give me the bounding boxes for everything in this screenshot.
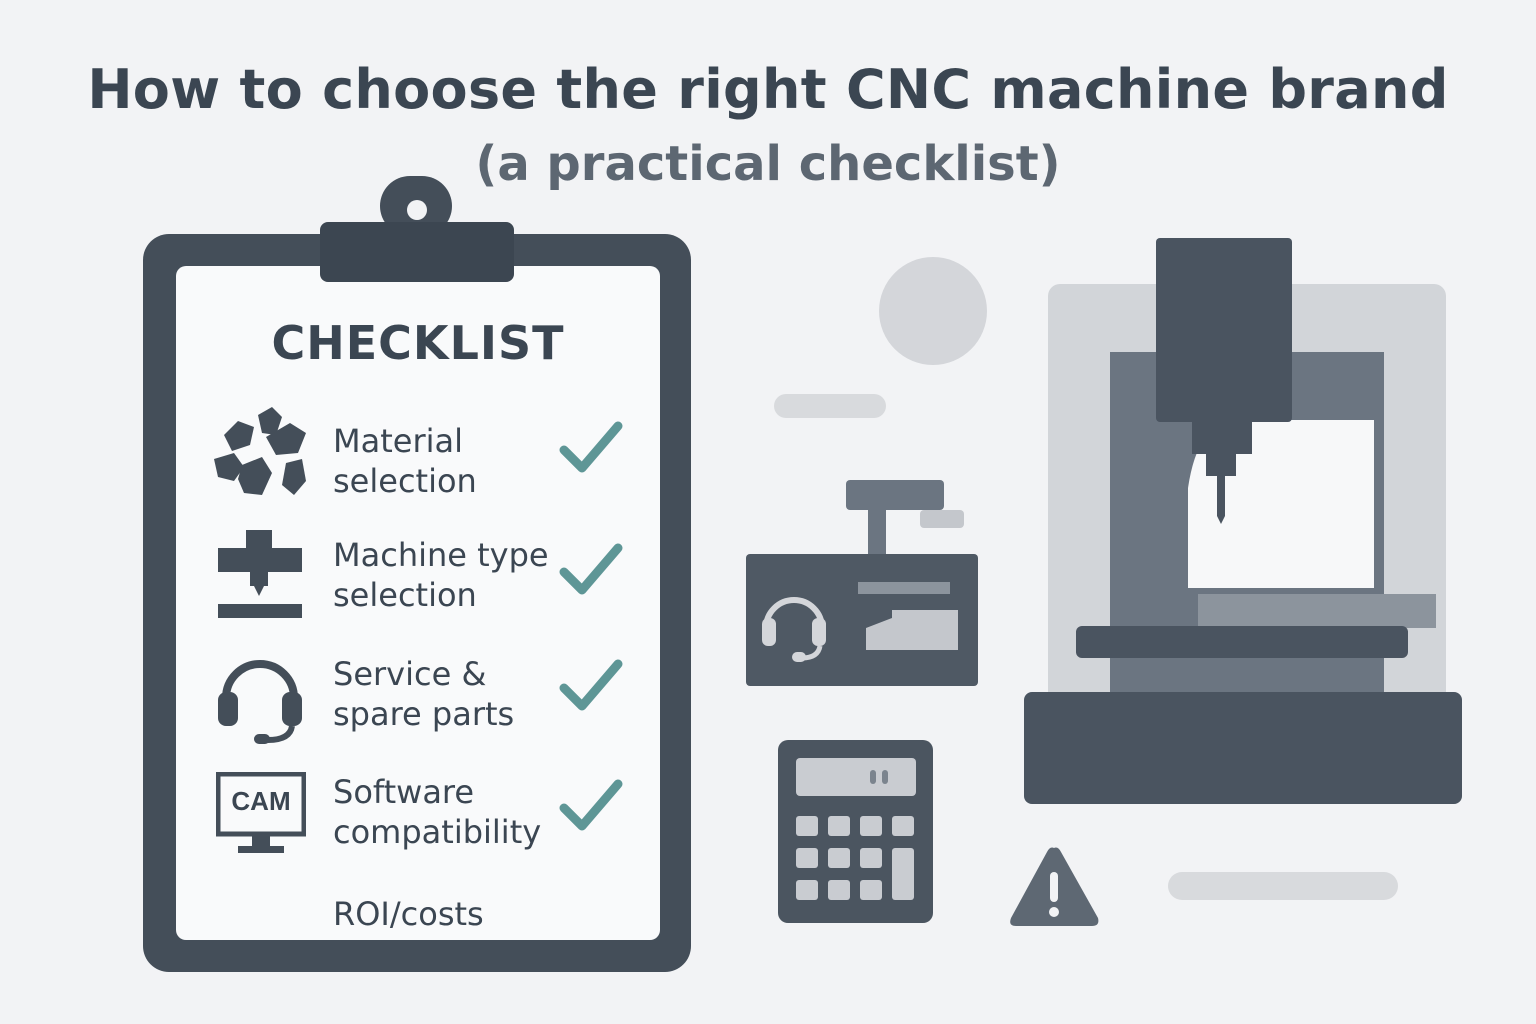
warning-icon — [1010, 847, 1099, 926]
item-service-line1: Service & — [333, 655, 487, 693]
check-icon — [559, 421, 623, 473]
check-icon — [559, 543, 623, 595]
item-material-line1: Material — [333, 422, 463, 460]
item-material-line2: selection — [333, 462, 477, 500]
item-roi-costs: ROI/costs — [333, 895, 484, 933]
page-subtitle: (a practical checklist) — [475, 136, 1061, 192]
decorative-bar — [1168, 872, 1398, 900]
clipboard-clip-icon — [320, 176, 514, 282]
check-icon — [559, 779, 623, 831]
check-icon — [559, 659, 623, 711]
cam-monitor-icon: CAM — [216, 772, 306, 856]
page-title: How to choose the right CNC machine bran… — [87, 58, 1449, 121]
item-software-line2: compatibility — [333, 813, 542, 851]
cnc-machine-icon — [1024, 238, 1462, 804]
checklist-heading: CHECKLIST — [271, 316, 565, 370]
support-terminal-icon — [746, 480, 978, 686]
calculator-icon — [778, 740, 933, 923]
cam-label: CAM — [231, 786, 291, 816]
item-machine-type-line1: Machine type — [333, 536, 549, 574]
item-machine-type-line2: selection — [333, 576, 477, 614]
decorative-bar — [774, 394, 886, 418]
item-service-line2: spare parts — [333, 695, 515, 733]
machine-type-icon — [218, 530, 302, 618]
decorative-circle — [879, 257, 987, 365]
item-software-line1: Software — [333, 773, 475, 811]
material-chunks-icon — [214, 407, 306, 495]
headset-icon — [218, 660, 302, 744]
